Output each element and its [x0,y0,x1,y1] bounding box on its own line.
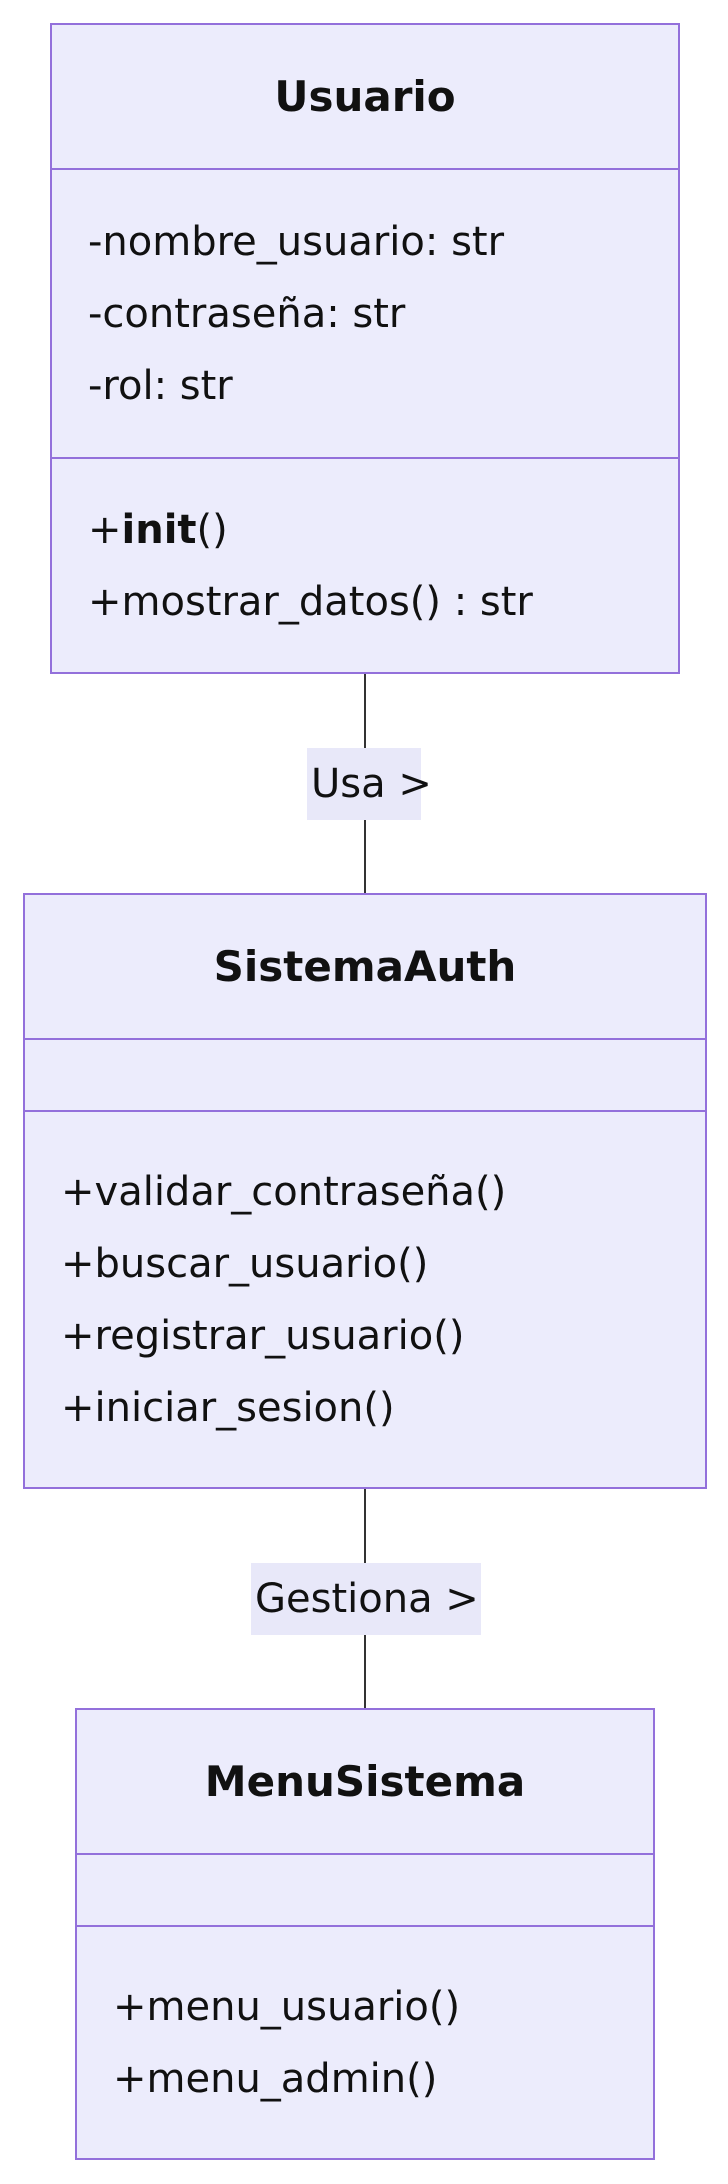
relation-label-usa: Usa > [307,748,432,820]
method-init-suffix: () [196,506,228,553]
class-usuario-name: Usuario [52,25,678,170]
attribute-contrasena: -contraseña: str [88,290,406,337]
class-usuario-attributes: -nombre_usuario: str -contraseña: str -r… [52,170,678,459]
class-sistema-auth-attributes [25,1040,705,1112]
class-sistema-auth-name: SistemaAuth [25,895,705,1040]
method-menu-usuario: +menu_usuario() [113,1983,461,2030]
method-mostrar-datos: +mostrar_datos() : str [88,578,533,625]
class-menu-sistema-name: MenuSistema [77,1710,653,1855]
method-iniciar-sesion: +iniciar_sesion() [61,1384,395,1431]
class-menu-sistema: MenuSistema +menu_usuario() +menu_admin(… [75,1708,655,2160]
method-init-prefix: + [88,506,122,553]
class-menu-sistema-methods: +menu_usuario() +menu_admin() [77,1927,653,2158]
attribute-rol: -rol: str [88,362,233,409]
method-buscar-usuario: +buscar_usuario() [61,1240,429,1287]
method-registrar-usuario: +registrar_usuario() [61,1312,465,1359]
class-sistema-auth-methods: +validar_contraseña() +buscar_usuario() … [25,1112,705,1487]
method-init: +init() [88,494,642,566]
method-init-name: init [121,506,197,553]
relation-label-gestiona: Gestiona > [251,1563,481,1635]
method-validar-contrasena: +validar_contraseña() [61,1168,507,1215]
attribute-nombre-usuario: -nombre_usuario: str [88,218,505,265]
class-usuario-methods: +init() +mostrar_datos() : str [52,459,678,672]
method-menu-admin: +menu_admin() [113,2055,438,2102]
class-menu-sistema-attributes [77,1855,653,1927]
class-usuario: Usuario -nombre_usuario: str -contraseña… [50,23,680,674]
class-sistema-auth: SistemaAuth +validar_contraseña() +busca… [23,893,707,1489]
